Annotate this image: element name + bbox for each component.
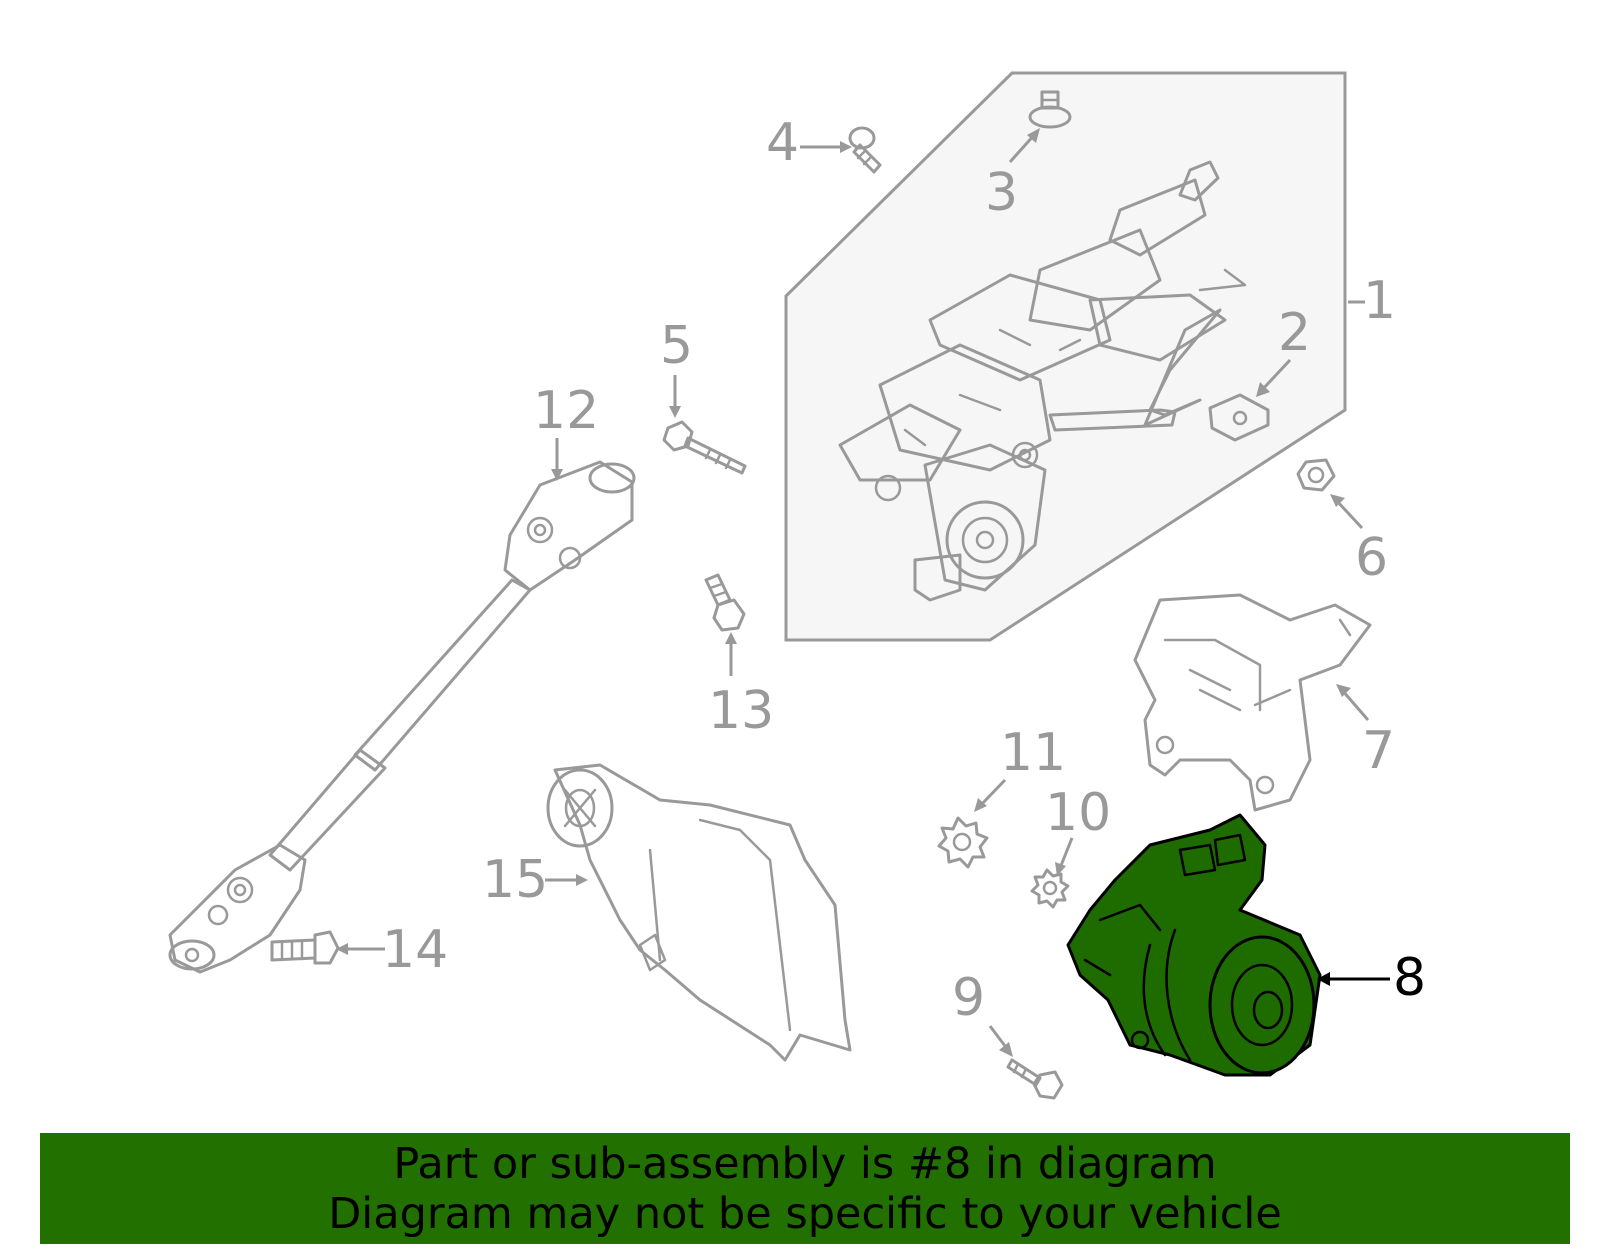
part-5-bolt[interactable] xyxy=(662,420,747,475)
leaders xyxy=(336,128,1390,1057)
arrowhead-12 xyxy=(551,469,563,481)
part-10-gear[interactable] xyxy=(1030,868,1070,909)
info-banner: Part or sub-assembly is #8 in diagram Di… xyxy=(40,1133,1570,1244)
callout-4[interactable]: 4 xyxy=(766,113,799,173)
arrowhead-8 xyxy=(1317,972,1330,986)
arrowhead-3 xyxy=(1027,128,1040,143)
callout-3[interactable]: 3 xyxy=(985,163,1018,223)
callout-6[interactable]: 6 xyxy=(1355,528,1388,588)
part-2-nut[interactable] xyxy=(1208,393,1270,442)
part-13-bolt[interactable] xyxy=(704,573,746,632)
arrowhead-15 xyxy=(576,874,588,886)
callout-14[interactable]: 14 xyxy=(382,920,448,980)
banner-line-part-info: Part or sub-assembly is #8 in diagram xyxy=(393,1138,1217,1189)
part-8-motor-highlighted[interactable] xyxy=(1066,813,1322,1077)
arrowhead-4 xyxy=(840,141,852,153)
callout-2[interactable]: 2 xyxy=(1278,303,1311,363)
callout-5[interactable]: 5 xyxy=(660,316,693,376)
arrowhead-5 xyxy=(669,406,681,418)
part-1-steering-column-group[interactable] xyxy=(784,71,1347,642)
part-15-column-cover[interactable] xyxy=(546,763,852,1062)
part-4-bolt[interactable] xyxy=(848,126,882,174)
banner-line-disclaimer: Diagram may not be specific to your vehi… xyxy=(328,1188,1282,1239)
arrowhead-7 xyxy=(1336,684,1351,697)
callout-12[interactable]: 12 xyxy=(533,381,599,441)
callout-13[interactable]: 13 xyxy=(708,681,774,741)
callout-15[interactable]: 15 xyxy=(482,850,548,910)
leader-2 xyxy=(1260,358,1292,392)
callout-7[interactable]: 7 xyxy=(1362,721,1395,781)
arrowhead-10 xyxy=(1055,862,1066,876)
leader-7 xyxy=(1340,689,1370,721)
arrowhead-9 xyxy=(999,1042,1013,1057)
leader-11 xyxy=(978,778,1007,808)
part-14-bolt[interactable] xyxy=(270,930,340,965)
arrowhead-14 xyxy=(336,943,348,955)
leader-6 xyxy=(1334,498,1364,530)
callout-1[interactable]: 1 xyxy=(1363,271,1396,331)
part-12-intermediate-shaft[interactable] xyxy=(168,460,636,974)
part-9-bolt[interactable] xyxy=(1006,1058,1064,1100)
callout-labels: 1 2 3 4 5 6 7 8 9 10 11 12 13 14 15 xyxy=(382,113,1426,1028)
arrowhead-6 xyxy=(1330,494,1345,507)
steering-column-drawing xyxy=(838,160,1247,602)
part-3-bolt[interactable] xyxy=(1028,90,1072,129)
callout-8[interactable]: 8 xyxy=(1393,948,1426,1008)
callout-10[interactable]: 10 xyxy=(1045,783,1111,843)
arrowhead-13 xyxy=(725,632,737,644)
arrowhead-11 xyxy=(974,798,987,812)
part-11-gear[interactable] xyxy=(937,816,989,869)
callout-11[interactable]: 11 xyxy=(1000,723,1066,783)
callout-9[interactable]: 9 xyxy=(952,968,985,1028)
leader-3 xyxy=(1008,133,1037,163)
part-7-bracket[interactable] xyxy=(1133,593,1372,812)
arrowhead-2 xyxy=(1256,382,1270,397)
part-6-nut[interactable] xyxy=(1296,458,1336,492)
leader-10 xyxy=(1058,837,1074,869)
